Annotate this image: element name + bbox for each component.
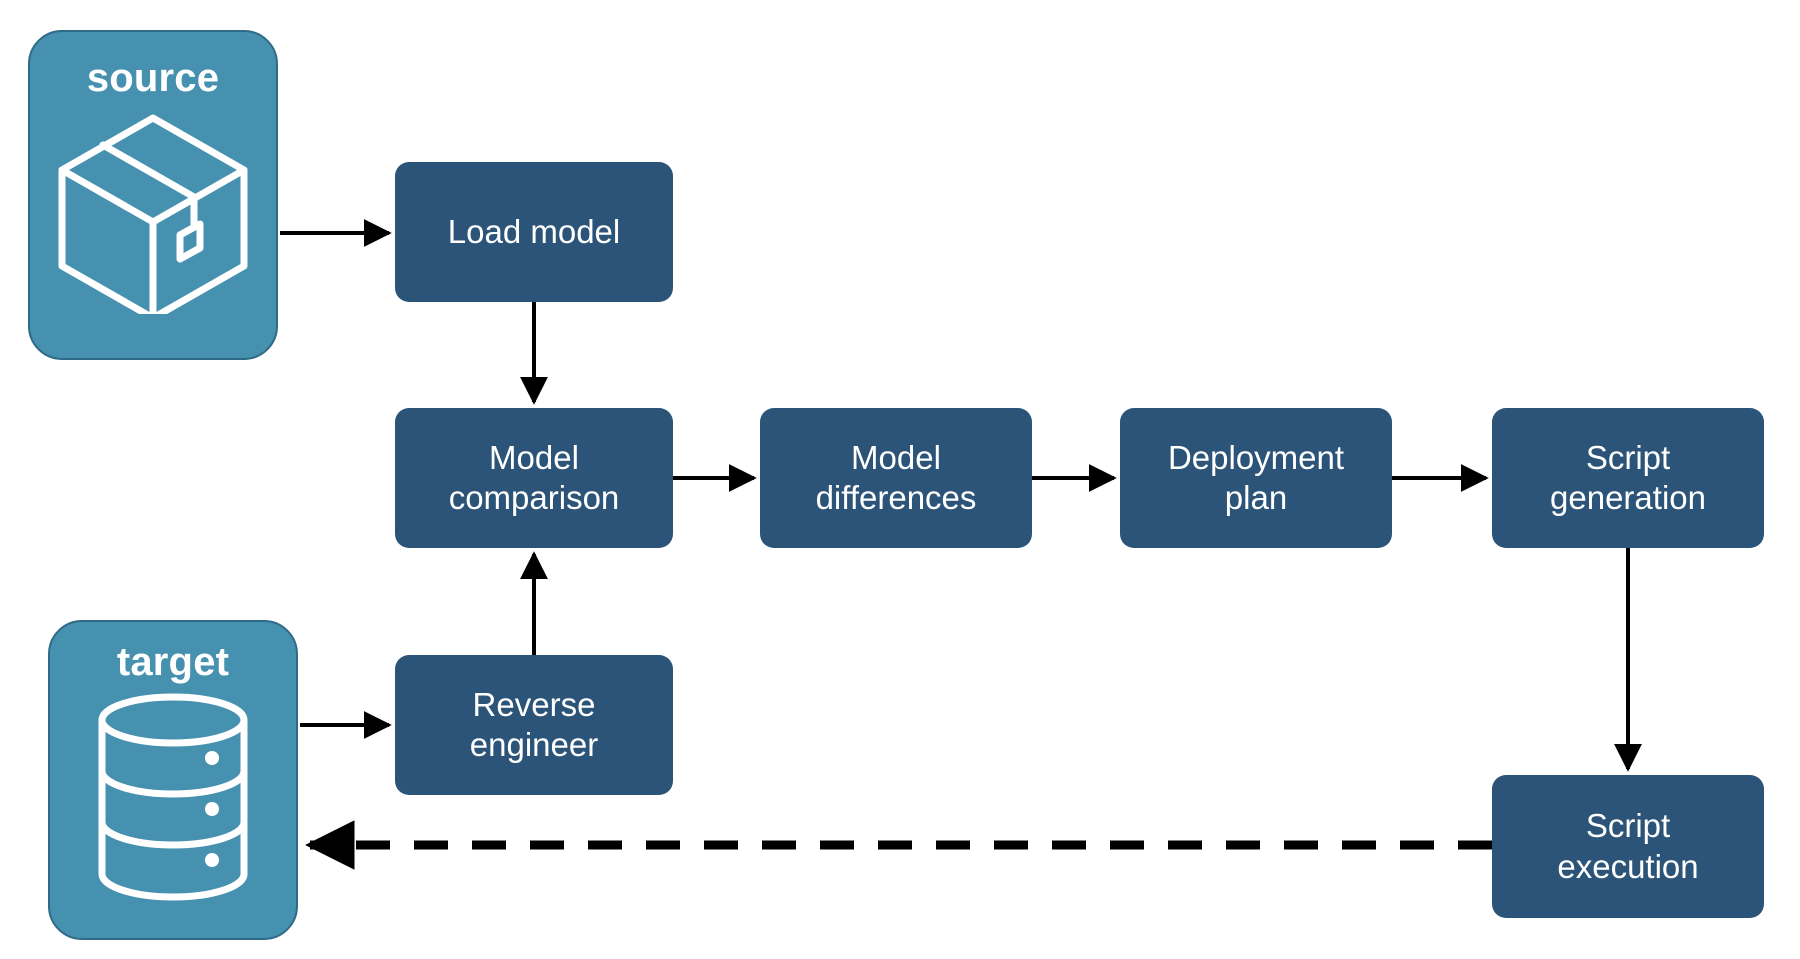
process-load-model[interactable]: Load model: [395, 162, 673, 302]
package-box-icon: [58, 114, 248, 314]
process-script-execution[interactable]: Script execution: [1492, 775, 1764, 918]
process-deployment-plan-label: Deployment plan: [1167, 438, 1345, 516]
source-label: source: [86, 56, 220, 100]
process-model-differences[interactable]: Model differences: [760, 408, 1032, 548]
process-load-model-label: Load model: [447, 212, 621, 250]
target-label: target: [116, 640, 230, 684]
process-script-generation-label: Script generation: [1550, 438, 1706, 516]
process-reverse-engineer[interactable]: Reverse engineer: [395, 655, 673, 795]
process-script-generation[interactable]: Script generation: [1492, 408, 1764, 548]
process-model-comparison[interactable]: Model comparison: [395, 408, 673, 548]
process-reverse-engineer-label: Reverse engineer: [469, 685, 599, 763]
database-cylinder-icon: [98, 693, 248, 901]
source-endpoint-card[interactable]: source: [28, 30, 278, 360]
process-model-comparison-label: Model comparison: [448, 438, 620, 516]
target-endpoint-card[interactable]: target: [48, 620, 298, 940]
process-script-execution-label: Script execution: [1557, 807, 1699, 885]
process-model-differences-label: Model differences: [815, 438, 977, 516]
process-deployment-plan[interactable]: Deployment plan: [1120, 408, 1392, 548]
